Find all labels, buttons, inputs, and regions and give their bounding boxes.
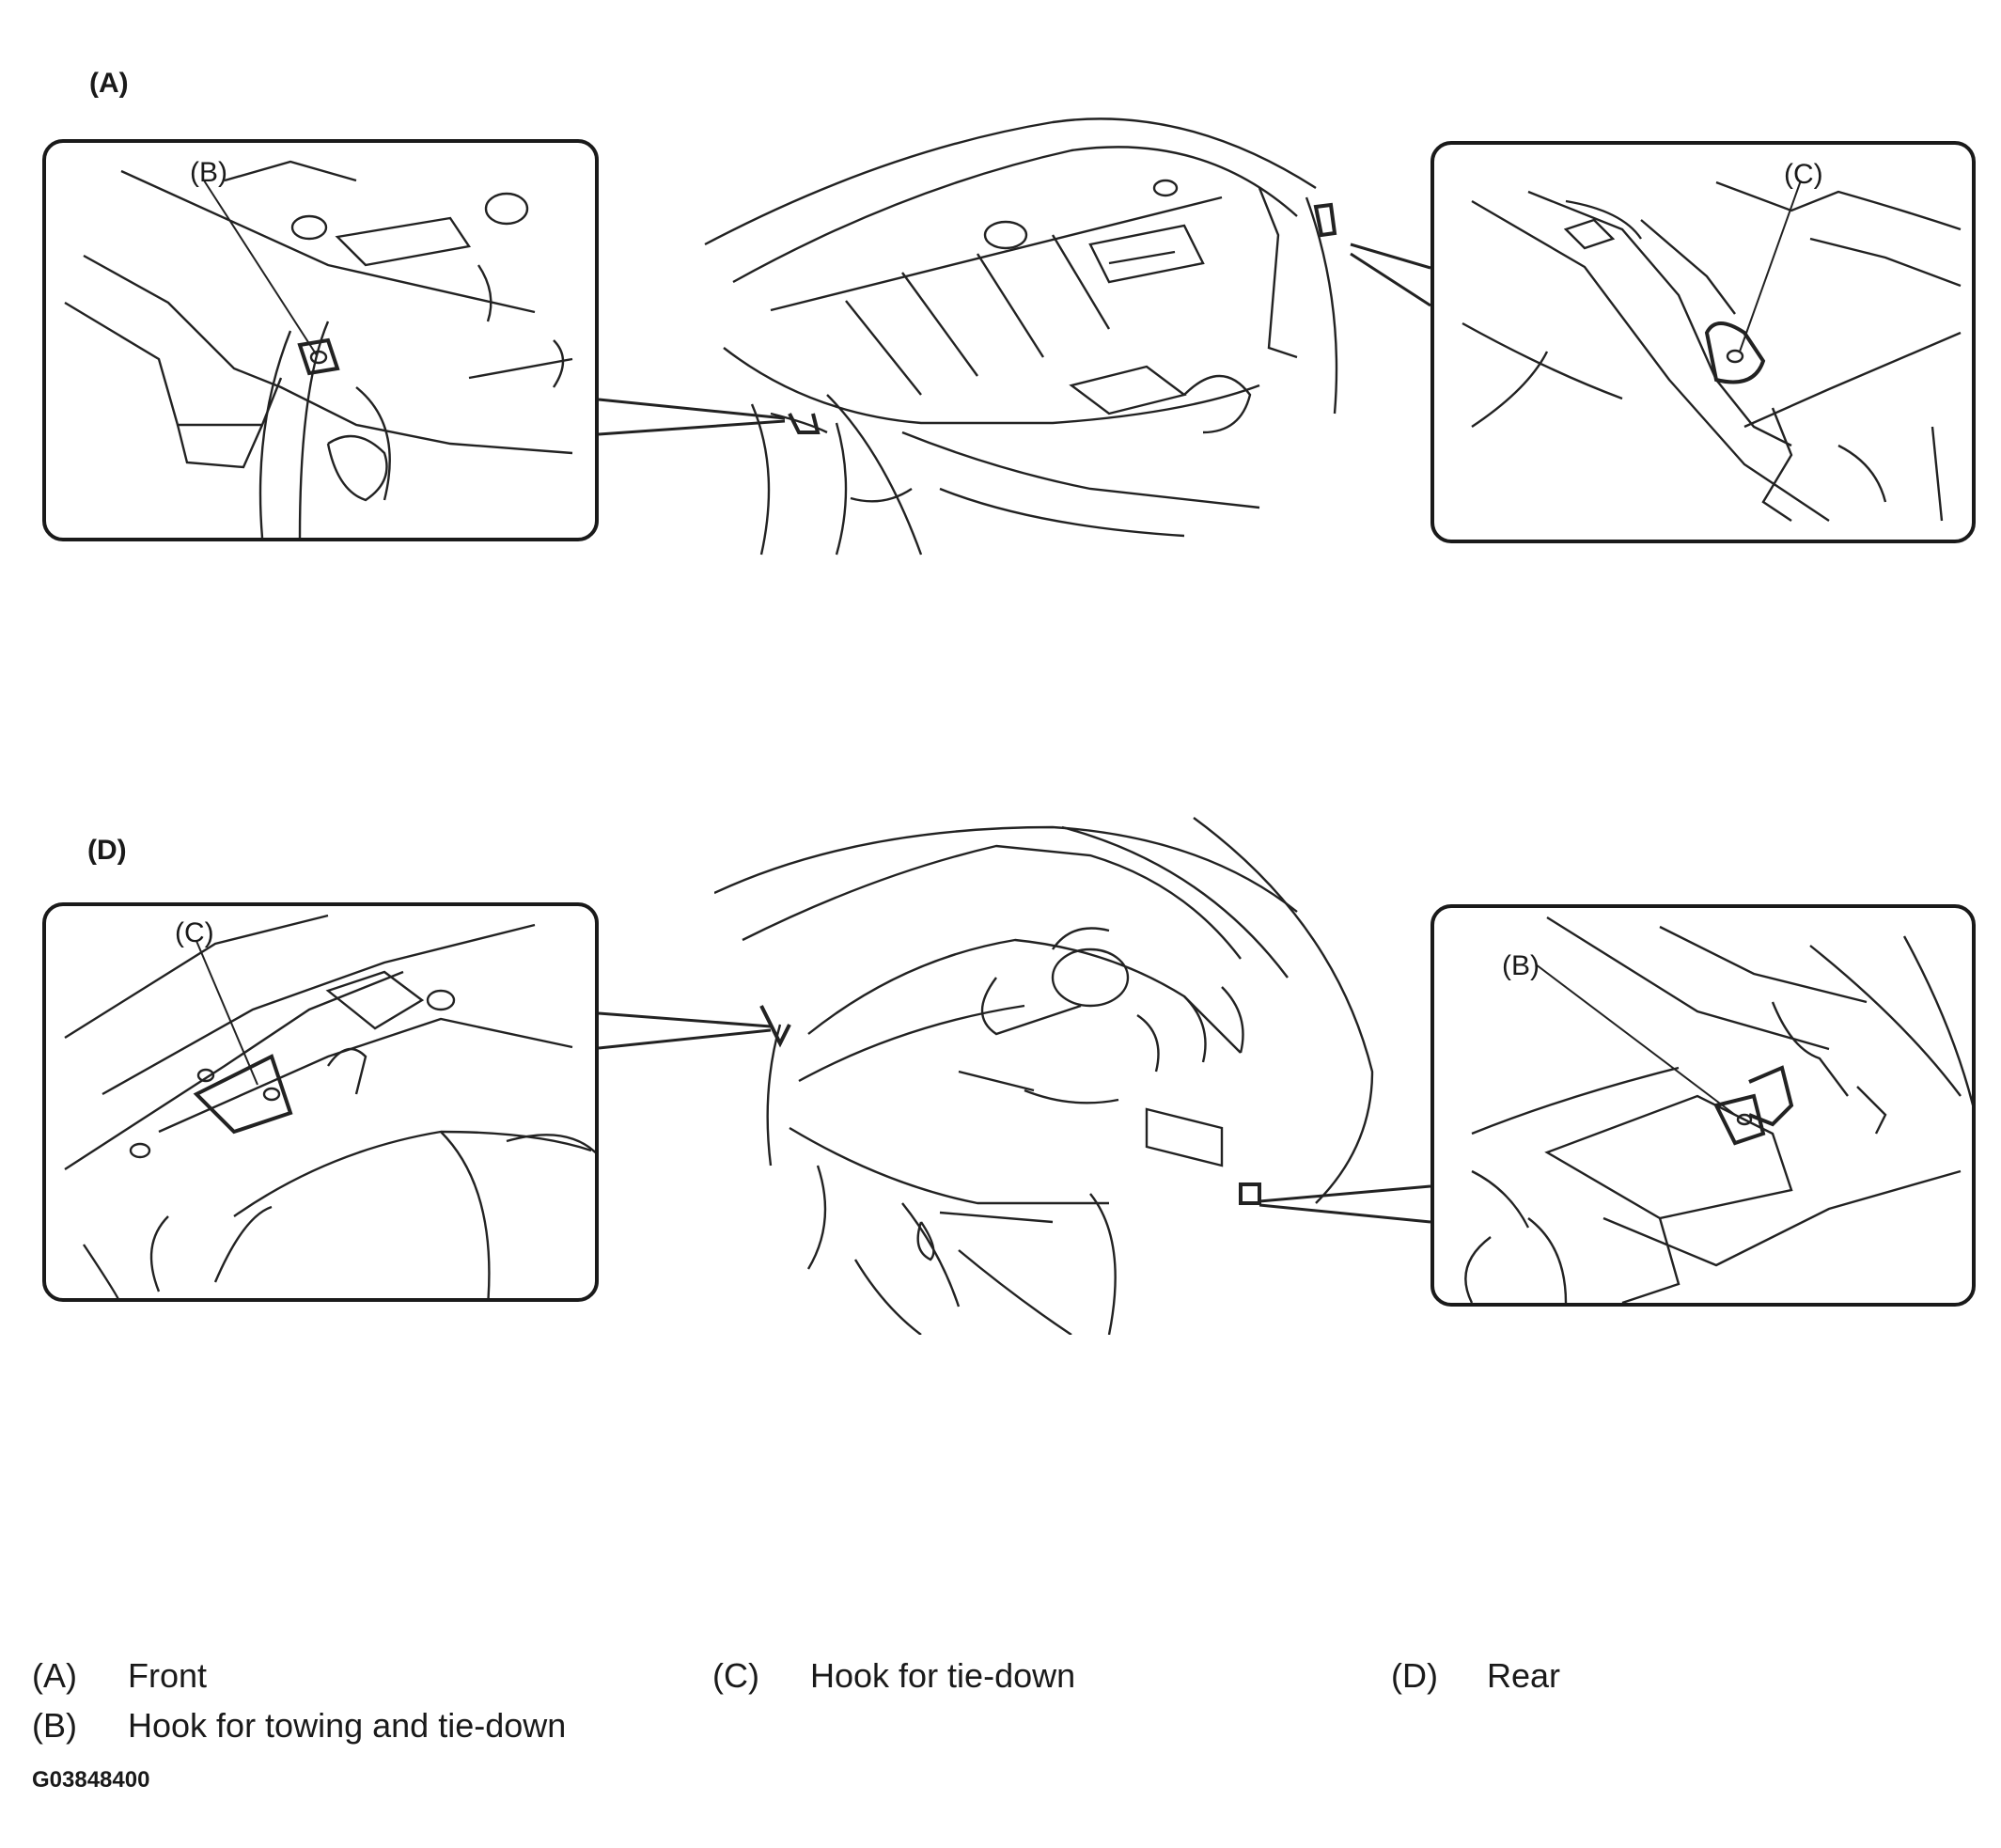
rear-underbody-drawing (714, 817, 1374, 1335)
legend-key-c: (C) (712, 1656, 759, 1695)
legend-text-rear: Rear (1487, 1656, 1561, 1695)
inset-front-left-drawing (64, 160, 573, 538)
callout-rear-right: (B) (1502, 950, 1540, 981)
section-label-rear: (D) (87, 835, 127, 866)
legend-text-towing-hook: Hook for towing and tie-down (128, 1706, 567, 1745)
legend-key-a: (A) (32, 1656, 77, 1695)
inset-rear-left: (C) (42, 902, 599, 1302)
inset-rear-right-drawing (1464, 916, 1972, 1303)
inset-front-right-drawing (1462, 180, 1962, 522)
figure-code: G03848400 (32, 1767, 150, 1793)
inset-rear-left-drawing (64, 914, 595, 1298)
callout-front-right: (C) (1784, 159, 1823, 190)
inset-front-left: (B) (42, 139, 599, 541)
inset-front-right: (C) (1430, 141, 1976, 543)
legend-text-front: Front (128, 1656, 208, 1695)
legend-key-b: (B) (32, 1706, 77, 1745)
inset-rear-right: (B) (1430, 904, 1976, 1307)
legend-text-tie-down-hook: Hook for tie-down (810, 1656, 1076, 1695)
front-underbody-drawing (704, 117, 1338, 556)
section-label-front: (A) (89, 68, 129, 99)
legend-key-d: (D) (1391, 1656, 1438, 1695)
callout-front-left: (B) (190, 157, 227, 188)
callout-rear-left: (C) (175, 917, 214, 948)
